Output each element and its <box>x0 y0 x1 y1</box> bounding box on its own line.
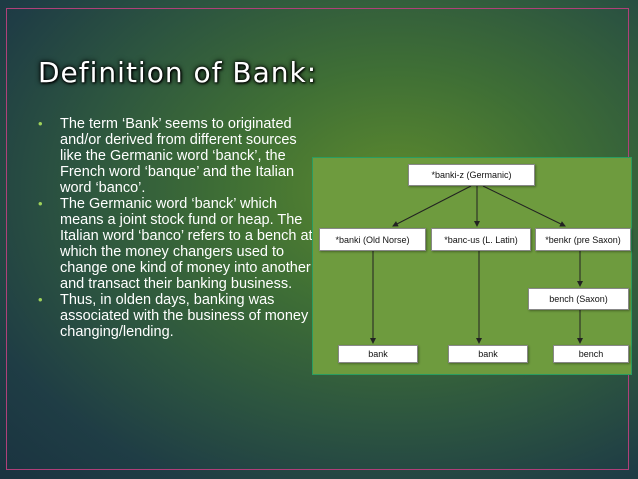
bullet-item-3: • Thus, in olden days, banking was assoc… <box>36 292 314 340</box>
bullet-list: • The term ‘Bank’ seems to originated an… <box>36 116 314 340</box>
arrow-root-to-saxon <box>482 185 566 227</box>
bullet-mark: • <box>38 116 43 131</box>
bullet-item-1: • The term ‘Bank’ seems to originated an… <box>36 116 314 196</box>
node-old-norse: *banki (Old Norse) <box>319 228 426 251</box>
node-leaf-bench: bench <box>553 345 629 363</box>
bullet-mark: • <box>38 196 43 211</box>
node-pre-saxon: *benkr (pre Saxon) <box>535 228 631 251</box>
etymology-diagram: *banki-z (Germanic) *banki (Old Norse) *… <box>312 157 632 375</box>
bullet-item-2: • The Germanic word ‘banck’ which means … <box>36 196 314 292</box>
bullet-mark: • <box>38 292 43 307</box>
diagram-connectors <box>370 185 583 344</box>
node-leaf-bank-1: bank <box>338 345 418 363</box>
bullet-text-3: Thus, in olden days, banking was associa… <box>60 292 309 340</box>
slide-title: Definition of Bank: <box>38 56 318 89</box>
node-bench-saxon: bench (Saxon) <box>528 288 629 310</box>
arrow-root-to-norse <box>392 185 472 227</box>
node-leaf-bank-2: bank <box>448 345 528 363</box>
node-late-latin: *banc-us (L. Latin) <box>431 228 531 251</box>
node-root: *banki-z (Germanic) <box>408 164 535 186</box>
bullet-text-2: The Germanic word ‘banck’ which means a … <box>60 196 313 292</box>
bullet-text-1: The term ‘Bank’ seems to originated and/… <box>60 116 297 196</box>
